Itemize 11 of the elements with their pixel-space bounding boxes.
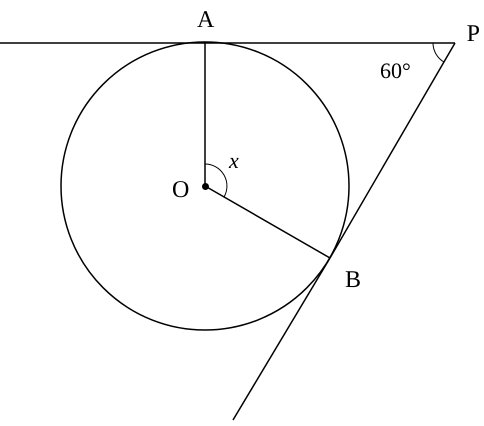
angle-label: 60° (380, 60, 411, 82)
line-segment (232, 258, 331, 420)
line-segment (204, 43, 206, 186)
line-segment (329, 42, 456, 258)
point-label: A (195, 8, 217, 43)
line-segment (0, 42, 205, 44)
point-label: B (327, 256, 363, 292)
point-label: P (452, 22, 480, 46)
point-label: O (170, 176, 210, 200)
line-segment (205, 42, 455, 44)
angle-label: x (229, 150, 239, 172)
